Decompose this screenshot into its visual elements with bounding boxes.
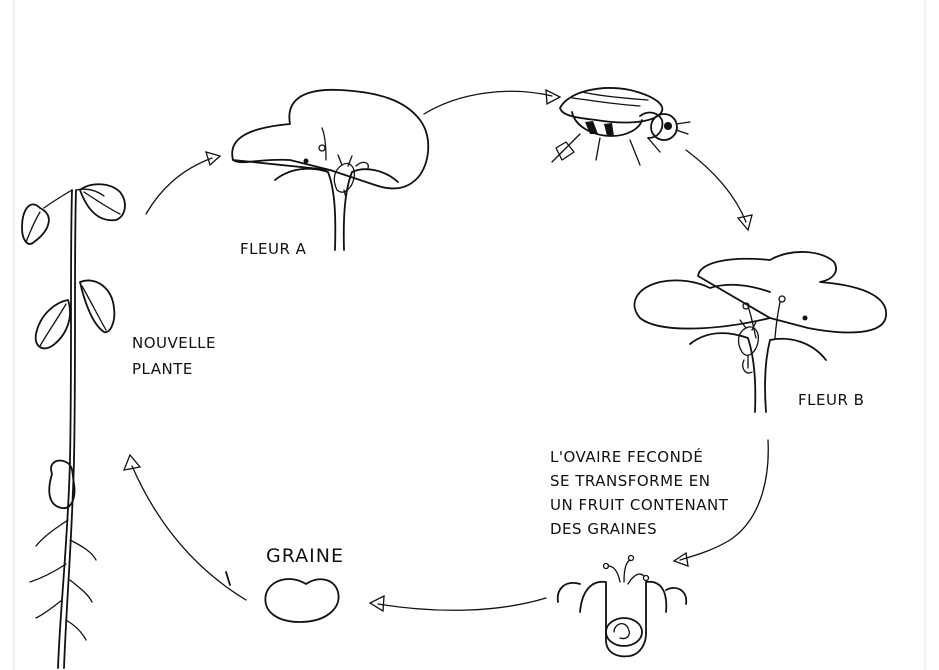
flower-b-label: FLEUR B [798, 391, 864, 409]
ovary-text-line2: SE TRANSFORME EN [550, 472, 711, 490]
fruit-drawing [556, 554, 688, 658]
fly-drawing [551, 87, 691, 166]
new-plant-drawing [21, 183, 126, 669]
arrow-flower-a-to-fly [423, 88, 562, 115]
flower-b-drawing [633, 251, 887, 413]
seed-label: GRAINE [266, 545, 344, 567]
flower-a-label: FLEUR A [240, 240, 307, 258]
new-plant-label-line2: PLANTE [132, 360, 193, 378]
new-plant-label-line1: NOUVELLE [132, 334, 216, 352]
ovary-text-line1: L'OVAIRE FECONDÉ [550, 447, 703, 466]
arrow-plant-to-flower-a [145, 151, 222, 215]
ovary-text-line3: UN FRUIT CONTENANT [550, 496, 729, 514]
arrow-seed-to-plant [122, 453, 247, 601]
arrow-fly-to-flower-b [685, 149, 753, 232]
seed-drawing [225, 571, 340, 623]
ovary-text-line4: DES GRAINES [550, 520, 657, 538]
arrow-flower-b-to-fruit [672, 439, 769, 567]
flower-a-drawing [231, 88, 430, 251]
arrow-fruit-to-seed [368, 594, 547, 613]
